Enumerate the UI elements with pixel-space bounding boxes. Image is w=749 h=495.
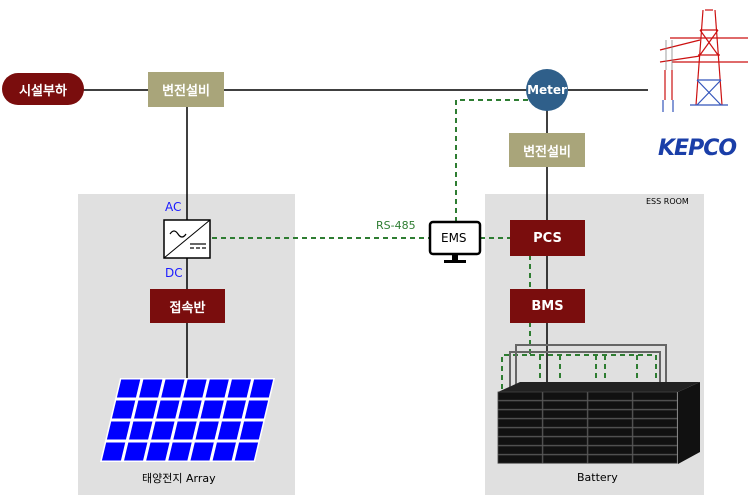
solar-cell [234,442,259,461]
bms-box: BMS [510,289,585,323]
battery-module [497,409,543,419]
substation-right: 변전설비 [509,133,585,167]
pcs-box: PCS [510,220,585,256]
rs485-label: RS-485 [376,219,416,232]
battery-module [587,454,633,464]
dc-label: DC [165,266,183,280]
ems-label: EMS [441,231,467,245]
solar-cell [183,379,207,398]
battery-module [497,427,543,437]
battery-module [542,436,588,446]
battery-module [632,418,678,428]
meter-label: Meter [527,83,567,97]
battery-module [497,400,543,410]
solar-cell [222,400,246,419]
rack-side [678,382,700,464]
battery-label: Battery [577,471,618,484]
kepco-logo-text: KEPCO [658,136,737,161]
solar-cell [139,379,163,398]
solar-cell [227,379,251,398]
battery-module [587,436,633,446]
solar-cell [106,421,131,440]
solar-cell [244,400,269,419]
junction-box: 접속반 [150,289,225,323]
battery-module [632,454,678,464]
rack-top [498,382,700,392]
solar-cell [151,421,175,440]
battery-module [542,445,588,455]
solar-cell [217,421,241,440]
battery-module [632,409,678,419]
solar-cell [190,442,214,461]
solar-cell [116,379,141,398]
solar-cell [146,442,170,461]
solar-cell [168,442,192,461]
battery-module [587,427,633,437]
battery-module [632,445,678,455]
bms-rack-link-2 [530,354,657,385]
solar-array-label: 태양전지 Array [142,472,216,485]
solar-cell [239,421,264,440]
meter-node: Meter [526,69,568,111]
solar-cell [124,442,148,461]
battery-module [497,436,543,446]
pcs-label: PCS [533,230,562,246]
solar-cell [111,400,136,419]
facility-load-node: 시설부하 [2,73,84,105]
ems-meter-link [455,99,530,222]
bms-label: BMS [531,298,564,314]
battery-module [632,391,678,401]
substation-left: 변전설비 [148,72,224,107]
solar-cell [101,442,126,461]
solar-cell [212,442,236,461]
battery-module [587,391,633,401]
solar-cell [156,400,180,419]
battery-module [632,427,678,437]
battery-module [587,400,633,410]
battery-module [497,418,543,428]
junction-box-label: 접속반 [169,300,206,316]
kepco-logo: KEPCO [658,136,737,161]
ess-room-label: ESS ROOM [646,197,689,206]
battery-module [587,418,633,428]
solar-cell [249,379,274,398]
substation-left-label: 변전설비 [162,84,210,99]
battery-module [587,409,633,419]
battery-module [497,445,543,455]
facility-load-label: 시설부하 [19,83,67,99]
battery-module [542,400,588,410]
solar-cell [195,421,219,440]
solar-cell [129,421,153,440]
battery-module [542,418,588,428]
solar-cell [200,400,224,419]
battery-module [542,391,588,401]
battery-module [497,454,543,464]
battery-module [542,409,588,419]
battery-module [542,454,588,464]
solar-cell [134,400,158,419]
battery-module [497,391,543,401]
ac-label: AC [165,200,182,214]
solar-cell [161,379,185,398]
battery-module [587,445,633,455]
battery-module [542,427,588,437]
solar-cell [173,421,197,440]
substation-right-label: 변전설비 [523,144,571,160]
battery-module [632,400,678,410]
battery-module [632,436,678,446]
solar-cell [178,400,202,419]
solar-cell [205,379,229,398]
